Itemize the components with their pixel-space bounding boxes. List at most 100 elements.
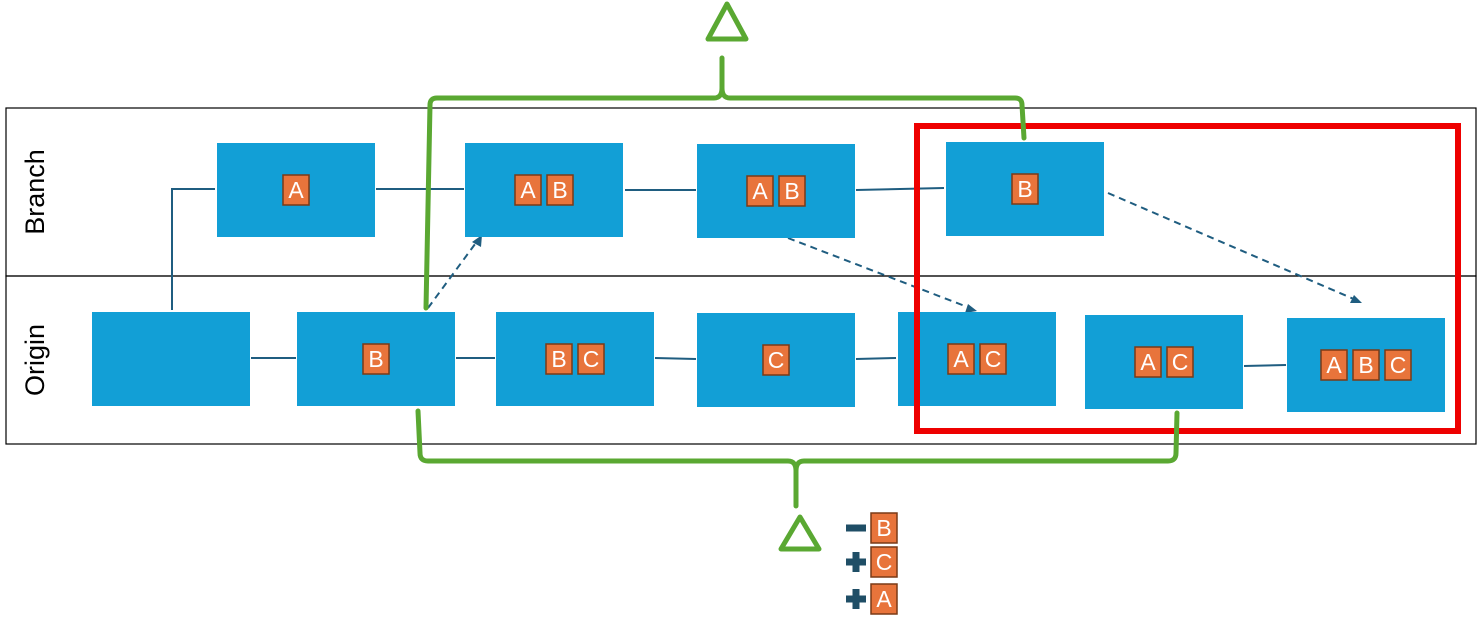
change-tag: C <box>1384 349 1412 381</box>
change-tag-box <box>947 343 975 375</box>
change-tag-label: A <box>1326 352 1342 378</box>
commit-box <box>898 312 1056 406</box>
change-tag-box <box>746 175 774 207</box>
change-tag-label: C <box>768 347 785 373</box>
origin-lane <box>5 275 1477 445</box>
connector-o6-o7 <box>1243 364 1287 367</box>
change-tag-box <box>1134 346 1162 378</box>
change-tag: B <box>870 512 898 544</box>
top-delta-symbol <box>705 1 749 42</box>
change-tag-box <box>282 174 310 206</box>
change-tag-label: C <box>583 346 600 372</box>
change-tag: A <box>947 343 975 375</box>
change-tag: C <box>979 343 1007 375</box>
change-tag: A <box>1134 346 1162 378</box>
change-tag-box <box>979 343 1007 375</box>
bottom-delta-symbol <box>778 514 822 552</box>
commit-box <box>92 312 250 406</box>
legend-item-plus: C <box>846 546 898 578</box>
change-tag-label: C <box>1172 349 1189 375</box>
change-tag: C <box>1166 346 1194 378</box>
change-tag-box <box>514 174 542 206</box>
change-tag-box <box>870 546 898 578</box>
legend-item-minus: B <box>846 512 898 544</box>
commit-o2: B <box>297 312 455 406</box>
change-tag: B <box>362 343 390 375</box>
change-tag-box <box>1352 349 1380 381</box>
commit-box <box>465 143 623 237</box>
change-tag-box <box>1320 349 1348 381</box>
change-tag-box <box>870 512 898 544</box>
commit-box <box>1085 315 1243 409</box>
merge-arrowheads <box>472 235 1362 313</box>
change-tag-box <box>362 343 390 375</box>
change-tag-label: B <box>368 346 383 372</box>
change-tag: C <box>577 343 605 375</box>
fork-connector <box>171 188 215 310</box>
legend-item-plus: A <box>846 583 898 615</box>
change-tag: C <box>762 344 790 376</box>
change-tag-label: B <box>551 346 566 372</box>
change-tag-box <box>1011 173 1039 205</box>
change-tag-label: A <box>752 178 768 204</box>
commit-b1: A <box>217 143 375 237</box>
change-tag: C <box>870 546 898 578</box>
plus-icon <box>846 552 866 572</box>
origin-lane-label: Origin <box>20 324 50 396</box>
change-tag: A <box>1320 349 1348 381</box>
change-legend: BCA <box>846 512 898 615</box>
change-tag-label: B <box>552 177 567 203</box>
change-tag: A <box>282 174 310 206</box>
connector-o3-o4 <box>654 357 697 360</box>
bottom-bracket <box>415 408 1180 509</box>
change-tag: A <box>870 583 898 615</box>
change-tag-box <box>577 343 605 375</box>
minus-icon <box>846 524 866 532</box>
change-tag: A <box>514 174 542 206</box>
change-tag-label: C <box>1390 352 1407 378</box>
change-tag-label: A <box>288 177 304 203</box>
change-tag-label: A <box>876 586 892 612</box>
change-tag: B <box>545 343 573 375</box>
arrowhead-o5 <box>965 304 977 313</box>
branch-lane-label: Branch <box>20 149 50 235</box>
commit-o1 <box>92 312 250 406</box>
change-tag-label: A <box>520 177 536 203</box>
merge-arrows <box>427 192 1357 309</box>
plus-icon <box>846 589 866 609</box>
change-tag-label: C <box>876 549 893 575</box>
commit-o4: C <box>697 313 855 407</box>
change-tag: B <box>546 174 574 206</box>
merge-arrow-b3-o5 <box>787 237 971 309</box>
change-tag-box <box>870 583 898 615</box>
commit-b4: B <box>946 142 1104 236</box>
commit-box <box>697 144 855 238</box>
change-tag: B <box>1352 349 1380 381</box>
change-tag-label: B <box>1358 352 1373 378</box>
change-tag-label: C <box>985 346 1002 372</box>
change-tag: B <box>1011 173 1039 205</box>
change-tag-label: B <box>876 515 891 541</box>
commit-connectors <box>171 187 1287 367</box>
change-tag-label: B <box>1017 176 1032 202</box>
change-tag-box <box>545 343 573 375</box>
connector-b3-b4 <box>855 187 945 191</box>
change-tag-box <box>1384 349 1412 381</box>
change-tag: A <box>746 175 774 207</box>
change-tag-box <box>762 344 790 376</box>
highlight-box <box>914 123 1461 434</box>
arrowhead-o7 <box>1350 295 1362 303</box>
change-tag-box <box>1166 346 1194 378</box>
change-tag-label: A <box>953 346 969 372</box>
commit-box <box>496 312 654 406</box>
arrowhead-b2 <box>472 235 482 247</box>
merge-arrow-o2-b2 <box>427 239 479 309</box>
top-bracket <box>423 55 1027 311</box>
